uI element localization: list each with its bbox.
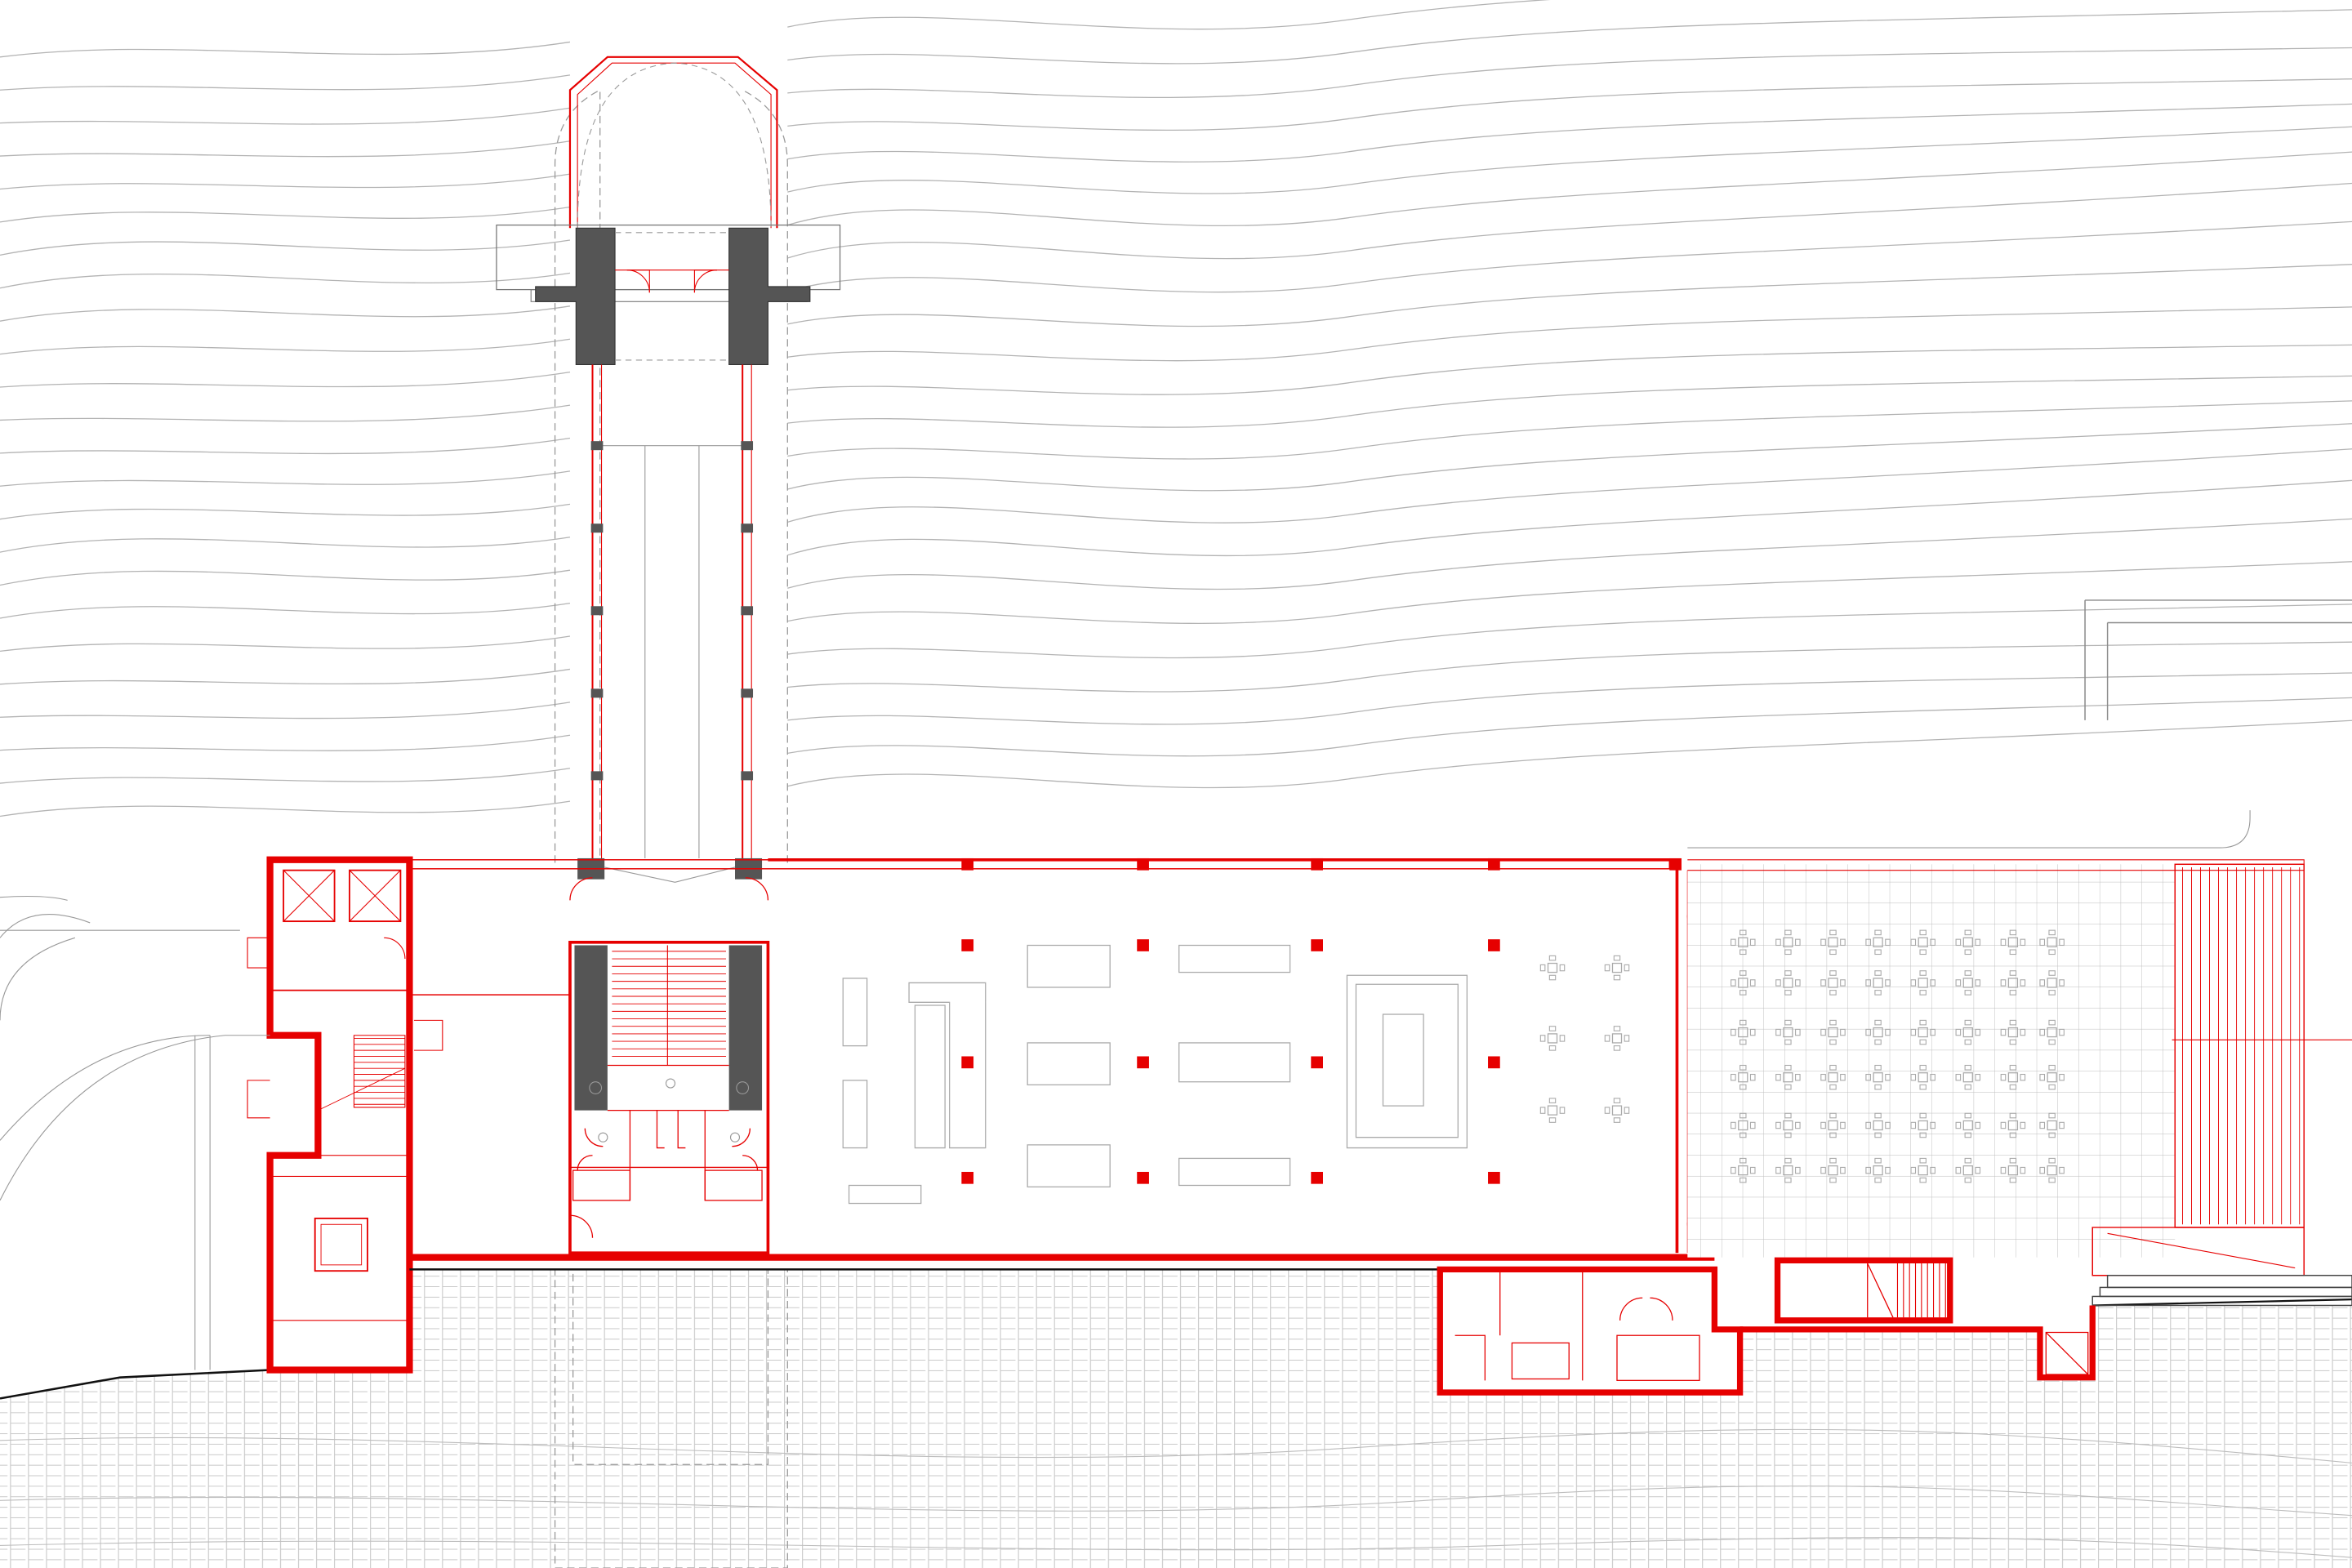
stair-core — [408, 859, 1671, 1254]
table-set — [1539, 955, 1566, 981]
contour-line — [0, 103, 2352, 190]
column — [961, 1171, 974, 1184]
bridge-post — [741, 606, 754, 616]
entrance-bridge — [496, 56, 841, 883]
main-hall — [409, 858, 1715, 1271]
column — [961, 858, 974, 871]
contour-lines — [0, 0, 2352, 817]
contour-line — [0, 400, 2352, 487]
contour-line — [0, 561, 2352, 653]
contour-line — [0, 0, 1551, 58]
bridge-post — [590, 771, 604, 781]
contour-line — [0, 479, 2352, 586]
bridge-post — [741, 771, 754, 781]
column — [1137, 1056, 1149, 1069]
contour-line — [0, 423, 2352, 520]
bridge-post — [590, 606, 604, 616]
contour-line — [0, 344, 2352, 422]
contour-line — [0, 697, 2352, 784]
service-rooms — [1437, 1257, 2096, 1396]
contour-line — [0, 518, 2352, 619]
column — [1137, 858, 1149, 871]
bridge-post — [590, 688, 604, 698]
contour-line — [0, 182, 2352, 289]
column — [1137, 1171, 1149, 1184]
column — [961, 1056, 974, 1069]
contour-line — [0, 220, 2352, 322]
contour-line — [0, 672, 2352, 751]
bridge-post — [741, 523, 754, 533]
table-set — [1604, 955, 1630, 981]
bridge-post — [741, 441, 754, 451]
contour-line — [0, 47, 2352, 125]
terrain-section — [0, 1268, 2352, 1568]
column — [1488, 858, 1500, 871]
contour-line — [0, 9, 2352, 91]
column — [1311, 1171, 1323, 1184]
bridge-post — [590, 523, 604, 533]
contour-line — [0, 306, 2352, 388]
column — [1311, 1056, 1323, 1069]
contour-line — [0, 126, 2352, 223]
contour-line — [0, 448, 2352, 553]
table-set — [1604, 1098, 1630, 1123]
table-set — [1604, 1026, 1630, 1051]
contour-line — [0, 604, 2352, 685]
bridge-post — [590, 441, 604, 451]
contour-line — [0, 151, 2352, 256]
table-set — [1539, 1098, 1566, 1123]
bridge-post — [741, 688, 754, 698]
column — [1669, 858, 1682, 871]
column — [1311, 939, 1323, 951]
column — [1137, 939, 1149, 951]
column — [1488, 1171, 1500, 1184]
column — [1488, 1056, 1500, 1069]
contour-line — [0, 375, 2352, 455]
table-set — [1539, 1026, 1566, 1051]
terrace — [1687, 599, 2352, 1307]
contour-line — [0, 719, 2352, 817]
column — [1488, 939, 1500, 951]
contour-line — [0, 641, 2352, 719]
column — [1311, 858, 1323, 871]
contour-line — [0, 264, 2352, 355]
contour-line — [0, 78, 2352, 158]
column — [961, 939, 974, 951]
lift-tower — [0, 856, 443, 1374]
